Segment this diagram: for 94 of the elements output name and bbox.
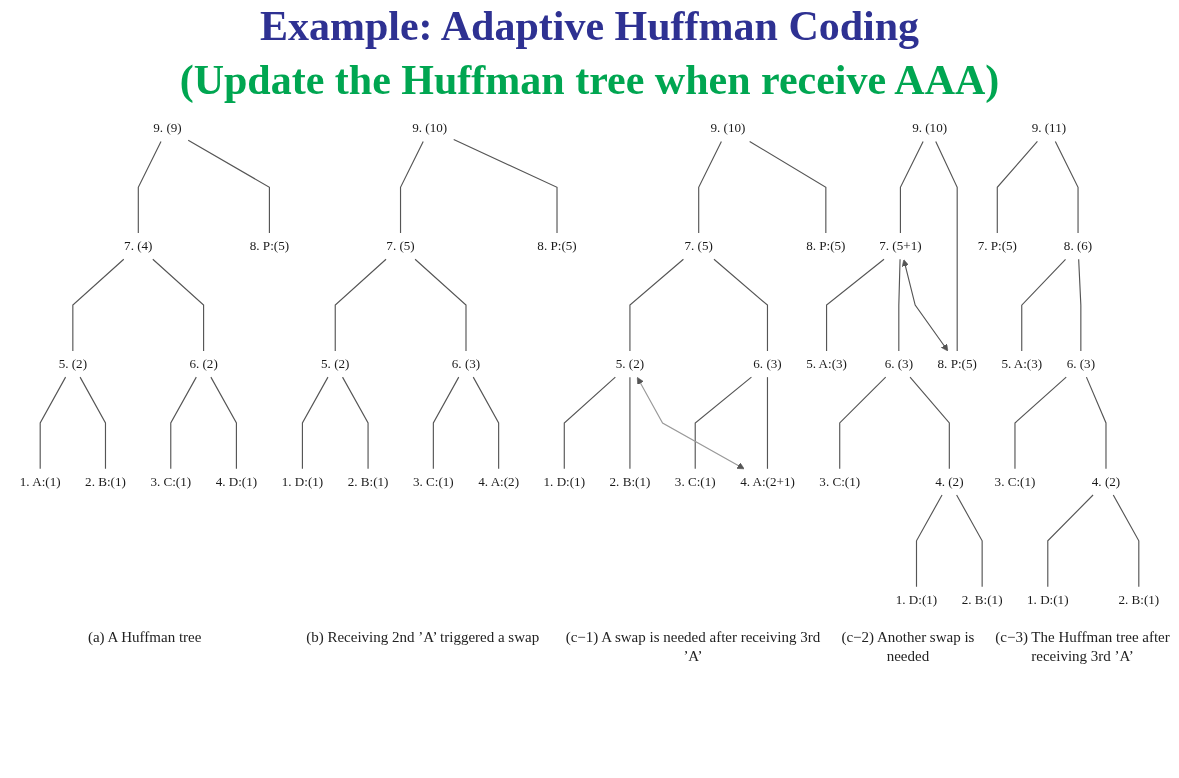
connector xyxy=(414,258,467,352)
node-text: 7. (5) xyxy=(684,238,713,253)
connector xyxy=(956,494,983,588)
node-text: 9. (10) xyxy=(412,121,448,135)
connector xyxy=(698,140,722,234)
connector xyxy=(170,376,197,470)
connector xyxy=(839,376,887,470)
connector xyxy=(1112,494,1140,588)
node-text: 4. A:(2) xyxy=(478,474,520,489)
arrow xyxy=(637,377,745,470)
node-text: 9. (10) xyxy=(912,121,948,135)
subtitle: (Update the Huffman tree when receive AAA) xyxy=(179,56,1000,104)
connector xyxy=(629,376,631,470)
connector xyxy=(472,376,500,470)
connector xyxy=(996,140,1038,234)
node-text: 3. C:(1) xyxy=(994,474,1036,489)
node-text: 5. (2) xyxy=(615,356,645,371)
node-text: 1. D:(1) xyxy=(281,474,324,489)
node-text: 1. D:(1) xyxy=(895,592,938,607)
node-text: 4. A:(2+1) xyxy=(740,474,795,489)
node-text: 5. A:(3) xyxy=(1001,356,1043,371)
node-text: 6. (3) xyxy=(1066,356,1096,371)
connector xyxy=(301,376,329,470)
connector xyxy=(334,258,387,352)
node-text: 8. (6) xyxy=(1063,238,1093,253)
node-text: 5. (2) xyxy=(58,356,88,371)
connector xyxy=(713,258,769,352)
node-text: 6. (3) xyxy=(451,356,481,371)
figure-caption: (a) A Huffman tree xyxy=(87,628,202,648)
connector xyxy=(899,140,924,234)
connector xyxy=(629,258,684,352)
node-text: 4. D:(1) xyxy=(215,474,258,489)
node-text: 7. (5+1) xyxy=(879,238,922,253)
connector xyxy=(694,376,752,470)
node-text: 1. D:(1) xyxy=(543,474,586,489)
node-text: 2. B:(1) xyxy=(1118,592,1160,607)
node-text: 3. C:(1) xyxy=(674,474,716,489)
node-text: 1. D:(1) xyxy=(1027,592,1069,607)
node-text: 6. (3) xyxy=(884,356,913,371)
node-text: 5. A:(3) xyxy=(806,356,847,371)
connector xyxy=(432,376,460,470)
connector xyxy=(935,140,958,352)
connector xyxy=(187,139,270,234)
node-text: 8. P:(5) xyxy=(937,356,977,371)
node-text: 2. B:(1) xyxy=(85,474,126,489)
connector xyxy=(1078,258,1082,352)
node-text: 6. (3) xyxy=(753,356,782,371)
connector xyxy=(826,258,885,352)
connector xyxy=(1047,494,1094,588)
node-text: 7. (5) xyxy=(386,238,415,253)
connector xyxy=(72,258,125,352)
node-text: 4. (2) xyxy=(935,474,964,489)
node-text: 4. (2) xyxy=(1091,474,1121,489)
connector xyxy=(749,140,827,234)
connector xyxy=(1085,376,1107,470)
node-text: 2. B:(1) xyxy=(961,592,1003,607)
connector xyxy=(453,138,558,234)
figure-caption: (b) Receiving 2nd ’A’ triggered a swap xyxy=(306,628,540,648)
node-text: 6. (2) xyxy=(189,356,218,371)
node-text: 3. C:(1) xyxy=(150,474,192,489)
node-text: 8. P:(5) xyxy=(806,238,846,253)
connector xyxy=(766,376,769,470)
figure-caption: (c−3) The Huffman tree after receiving 3rd ’A’ xyxy=(994,628,1171,667)
node-text: 9. (9) xyxy=(153,121,182,135)
connector xyxy=(341,376,369,470)
connector xyxy=(137,140,162,234)
connector xyxy=(909,376,950,470)
figure-caption: (c−1) A swap is needed after receiving 3rd ’A’ xyxy=(564,628,822,667)
title: Example: Adaptive Huffman Coding xyxy=(259,2,920,50)
connector xyxy=(152,258,205,352)
node-text: 8. P:(5) xyxy=(537,238,577,253)
connector xyxy=(210,376,237,470)
node-text: 7. P:(5) xyxy=(977,238,1017,253)
node-text: 5. (2) xyxy=(321,356,350,371)
node-text: 2. B:(1) xyxy=(347,474,389,489)
connector xyxy=(399,140,424,234)
connector xyxy=(79,376,107,470)
connector xyxy=(915,494,943,588)
connector xyxy=(1054,140,1079,234)
arrow xyxy=(901,259,949,352)
connector xyxy=(563,376,616,470)
node-text: 3. C:(1) xyxy=(819,474,861,489)
connector xyxy=(39,376,67,470)
node-text: 3. C:(1) xyxy=(412,474,454,489)
figure-caption: (c−2) Another swap is needed xyxy=(840,628,976,667)
node-text: 7. (4) xyxy=(124,238,153,253)
node-text: 8. P:(5) xyxy=(249,238,290,253)
connector xyxy=(1014,376,1067,470)
connector xyxy=(898,258,901,352)
node-text: 2. B:(1) xyxy=(609,474,651,489)
node-text: 9. (11) xyxy=(1031,121,1067,135)
connector xyxy=(1021,258,1067,352)
node-text: 1. A:(1) xyxy=(19,474,61,489)
node-text: 9. (10) xyxy=(710,121,746,135)
